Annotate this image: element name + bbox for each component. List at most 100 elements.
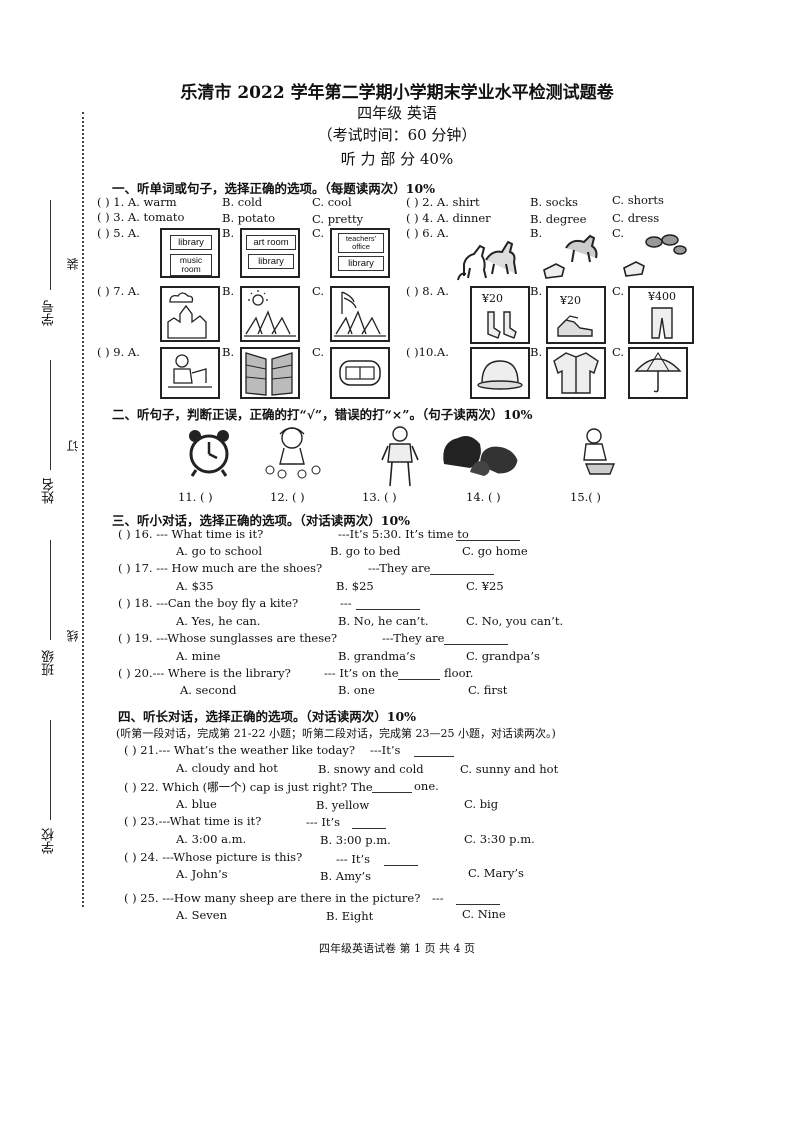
- q2-label: ( ) 2. A. shirt: [406, 195, 480, 209]
- q20-question: ( ) 20.--- Where is the library?: [118, 666, 291, 680]
- section4-heading: 四、听长对话，选择正确的选项。（对话读两次）10%: [118, 709, 417, 724]
- q22-response: one.: [414, 779, 439, 793]
- section2-heading: 二、听句子，判断正误，正确的打“√”，错误的打“×”。（句子读两次）10%: [112, 407, 533, 422]
- q7-picture-b: [240, 286, 300, 342]
- q5-label: ( ) 5. A.: [97, 226, 140, 240]
- margin-label-banji: 班级: [42, 650, 57, 676]
- q17-option-c: C. ¥25: [466, 579, 504, 593]
- margin-line: [50, 360, 52, 470]
- wind-opera-house-icon: [334, 291, 386, 337]
- q4-option-c: C. dress: [612, 211, 660, 225]
- answer-blank[interactable]: [456, 540, 520, 541]
- q24-question: ( ) 24. ---Whose picture is this?: [124, 850, 303, 864]
- q22-option-b: B. yellow: [316, 798, 370, 812]
- q24-option-c: C. Mary’s: [468, 866, 524, 880]
- q21-option-a: A. cloudy and hot: [176, 761, 278, 775]
- q24-option-a: A. John’s: [176, 867, 228, 881]
- answer-blank[interactable]: [352, 828, 386, 829]
- part-title: 听 力 部 分 40%: [340, 150, 454, 168]
- room-sign: library: [170, 235, 212, 250]
- q7-option-b: B.: [222, 284, 235, 298]
- margin-label-xuexiao: 学校: [42, 828, 57, 854]
- q13-answer[interactable]: 13. ( ): [362, 490, 397, 504]
- sun-opera-house-icon: [244, 290, 296, 337]
- answer-blank[interactable]: [356, 609, 420, 610]
- q10-picture-c: [628, 347, 688, 399]
- q20-option-a: A. second: [180, 683, 237, 697]
- price-label: ¥400: [648, 290, 676, 303]
- q11-answer[interactable]: 11. ( ): [178, 490, 213, 504]
- q6-label: ( ) 6. A.: [406, 226, 449, 240]
- q8-picture-b: ¥20: [546, 286, 606, 344]
- q22-option-a: A. blue: [176, 797, 217, 811]
- margin-line: [50, 540, 52, 640]
- q20-option-b: B. one: [338, 683, 375, 697]
- room-sign: library: [338, 256, 384, 271]
- q17-option-b: B. $25: [336, 579, 374, 593]
- room-sign: art room: [246, 235, 296, 250]
- answer-blank[interactable]: [384, 865, 418, 866]
- room-sign: teachers' office: [338, 233, 384, 253]
- jacket-icon: [553, 352, 599, 394]
- answer-blank[interactable]: [430, 574, 494, 575]
- page-footer: 四年级英语试卷 第 1 页 共 4 页: [319, 942, 475, 955]
- q14-answer[interactable]: 14. ( ): [466, 490, 501, 504]
- binding-dotted-line: [82, 112, 84, 907]
- q9-option-c: C.: [312, 345, 325, 359]
- answer-blank[interactable]: [444, 644, 508, 645]
- girl-washing-icon: [583, 428, 616, 475]
- q24-response: --- It’s: [336, 852, 371, 866]
- q8-option-c: C.: [612, 284, 625, 298]
- library-shelves-icon: [245, 352, 293, 396]
- answer-blank[interactable]: [372, 792, 412, 793]
- q7-picture-c: [330, 286, 390, 342]
- q23-option-b: B. 3:00 p.m.: [320, 833, 391, 847]
- answer-blank[interactable]: [456, 904, 500, 905]
- q9-option-b: B.: [222, 345, 235, 359]
- q12-answer[interactable]: 12. ( ): [270, 490, 305, 504]
- section1-heading: 一、听单词或句子，选择正确的选项。（每题读两次）10%: [112, 181, 436, 196]
- q9-picture-a: [160, 347, 220, 399]
- q18-option-b: B. No, he can’t.: [338, 614, 429, 628]
- q7-option-c: C.: [312, 284, 325, 298]
- q25-question: ( ) 25. ---How many sheep are there in t…: [124, 891, 421, 905]
- q15-answer[interactable]: 15.( ): [570, 490, 601, 504]
- q21-response: ---It’s: [370, 743, 401, 757]
- q5-picture-b: art room library: [240, 228, 300, 278]
- playground-icon: [339, 360, 381, 386]
- q16-response: ---It’s 5:30. It’s time to: [338, 527, 469, 541]
- q7-label: ( ) 7. A.: [97, 284, 140, 298]
- exam-title: 乐清市 2022 学年第二学期小学期末学业水平检测试题卷: [180, 83, 614, 103]
- q19-option-b: B. grandma’s: [338, 649, 416, 663]
- girl-flowers-icon: [265, 427, 321, 479]
- umbrella-icon: [634, 352, 682, 393]
- margin-line: [50, 720, 52, 820]
- answer-blank[interactable]: [414, 756, 454, 757]
- q20-response: --- It’s on the: [324, 666, 399, 680]
- margin-label-xingming: 姓名: [42, 478, 57, 504]
- q23-option-a: A. 3:00 a.m.: [176, 832, 247, 846]
- answer-blank[interactable]: [398, 679, 440, 680]
- q10-option-b: B.: [530, 345, 543, 359]
- q5-picture-a: library music room: [160, 228, 220, 278]
- q4-label: ( ) 4. A. dinner: [406, 211, 491, 225]
- margin-label-xuehao: 学号: [42, 300, 57, 326]
- q18-option-a: A. Yes, he can.: [176, 614, 261, 628]
- q2-option-b: B. socks: [530, 195, 578, 209]
- q9-picture-c: [330, 347, 390, 399]
- q9-picture-b: [240, 347, 300, 399]
- q23-option-c: C. 3:30 p.m.: [464, 832, 535, 846]
- q8-picture-a: ¥20: [470, 286, 530, 344]
- q17-option-a: A. $35: [176, 579, 214, 593]
- q19-option-a: A. mine: [176, 649, 221, 663]
- q23-response: --- It’s: [306, 815, 341, 829]
- margin-label-xian: 线: [66, 630, 80, 642]
- q10-picture-a: [470, 347, 530, 399]
- q22-option-c: C. big: [464, 797, 499, 811]
- q20-option-c: C. first: [468, 683, 508, 697]
- trousers-icon: [651, 307, 673, 339]
- q21-question: ( ) 21.--- What’s the weather like today…: [124, 743, 355, 757]
- hand-cows-picture-icon: [623, 234, 687, 277]
- q16-question: ( ) 16. --- What time is it?: [118, 527, 264, 541]
